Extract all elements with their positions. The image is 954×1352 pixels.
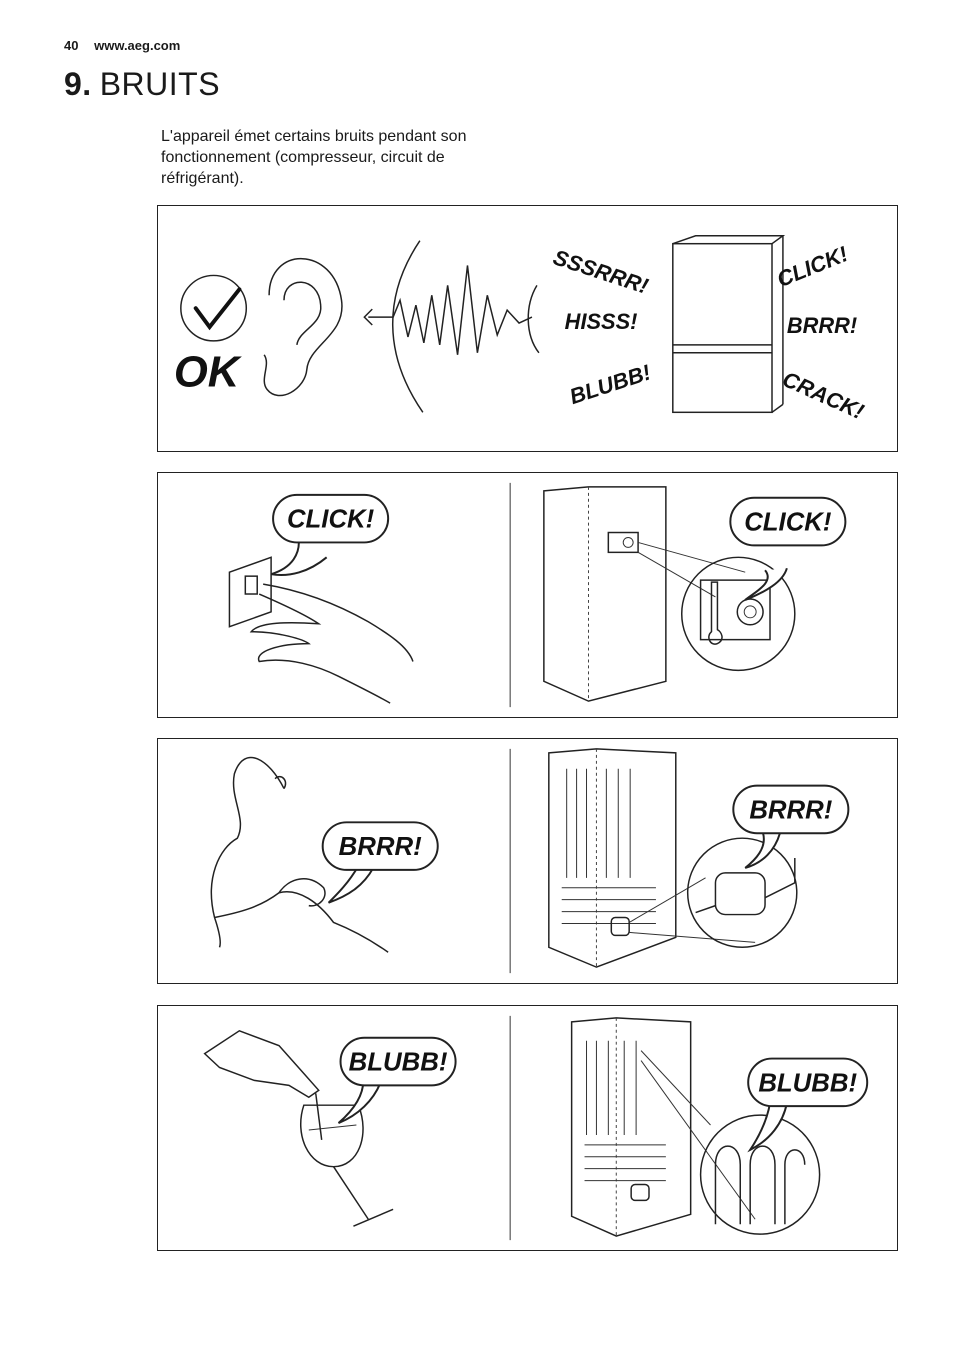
section-number: 9. <box>64 66 92 102</box>
section-title: 9.BRUITS <box>64 66 220 103</box>
panel-click: CLICK! CLICK! <box>157 472 898 718</box>
fridge-back-icon <box>570 1017 692 1237</box>
sound-brrr: BRRR! <box>787 313 857 338</box>
cat-icon <box>210 756 389 953</box>
brrr-bubble-left: BRRR! <box>321 821 439 904</box>
ear-icon <box>263 257 343 397</box>
hand-icon <box>249 583 414 704</box>
panel-overview: OK SSSRRR! HISSS! BLUBB! CLICK! BRRR! CR… <box>157 205 898 452</box>
page-header: 40 www.aeg.com <box>64 38 180 53</box>
website-url[interactable]: www.aeg.com <box>94 38 181 53</box>
brrr-illustration: BRRR! BRRR! <box>210 748 850 974</box>
bubble-text-right: BLUBB! <box>758 1069 857 1097</box>
thermostat-icon <box>637 541 796 672</box>
click-bubble-left: CLICK! <box>270 493 390 576</box>
sound-blubb: BLUBB! <box>566 360 653 410</box>
bubble-text-right: BRRR! <box>749 796 832 824</box>
click-illustration: CLICK! CLICK! <box>228 482 847 708</box>
sound-sssrrr: SSSRRR! <box>550 245 651 299</box>
wine-glass-icon <box>299 1093 394 1227</box>
compressor-icon <box>628 837 798 949</box>
brrr-bubble-right: BRRR! <box>732 784 850 869</box>
checkmark-icon <box>180 274 248 342</box>
sound-crack: CRACK! <box>779 366 868 424</box>
bubble-text-right: CLICK! <box>744 509 832 537</box>
section-name: BRUITS <box>99 66 221 102</box>
sound-wave-icon <box>363 240 540 413</box>
bubble-text-left: BLUBB! <box>349 1048 448 1076</box>
sound-hisss: HISSS! <box>565 309 638 334</box>
ok-label: OK <box>174 348 243 397</box>
panel-brrr: BRRR! BRRR! <box>157 738 898 984</box>
page-number: 40 <box>64 38 79 53</box>
fridge-back-icon <box>548 748 677 968</box>
blubb-bubble-left: BLUBB! <box>337 1036 457 1124</box>
click-bubble-right: CLICK! <box>729 496 847 601</box>
blubb-illustration: BLUBB! BLUBB! <box>203 1015 869 1241</box>
fridge-icon <box>543 486 667 702</box>
condenser-coil-icon <box>640 1050 821 1235</box>
panel-blubb: BLUBB! BLUBB! <box>157 1005 898 1251</box>
sound-click: CLICK! <box>773 241 851 292</box>
blubb-bubble-right: BLUBB! <box>747 1057 869 1153</box>
wine-bottle-icon <box>203 1029 320 1099</box>
intro-paragraph: L'appareil émet certains bruits pendant … <box>161 128 467 187</box>
bubble-text-left: CLICK! <box>287 506 375 534</box>
overview-illustration: OK SSSRRR! HISSS! BLUBB! CLICK! BRRR! CR… <box>174 235 868 424</box>
bubble-text-left: BRRR! <box>339 833 422 861</box>
switch-icon <box>228 556 272 628</box>
fridge-icon <box>672 235 786 414</box>
